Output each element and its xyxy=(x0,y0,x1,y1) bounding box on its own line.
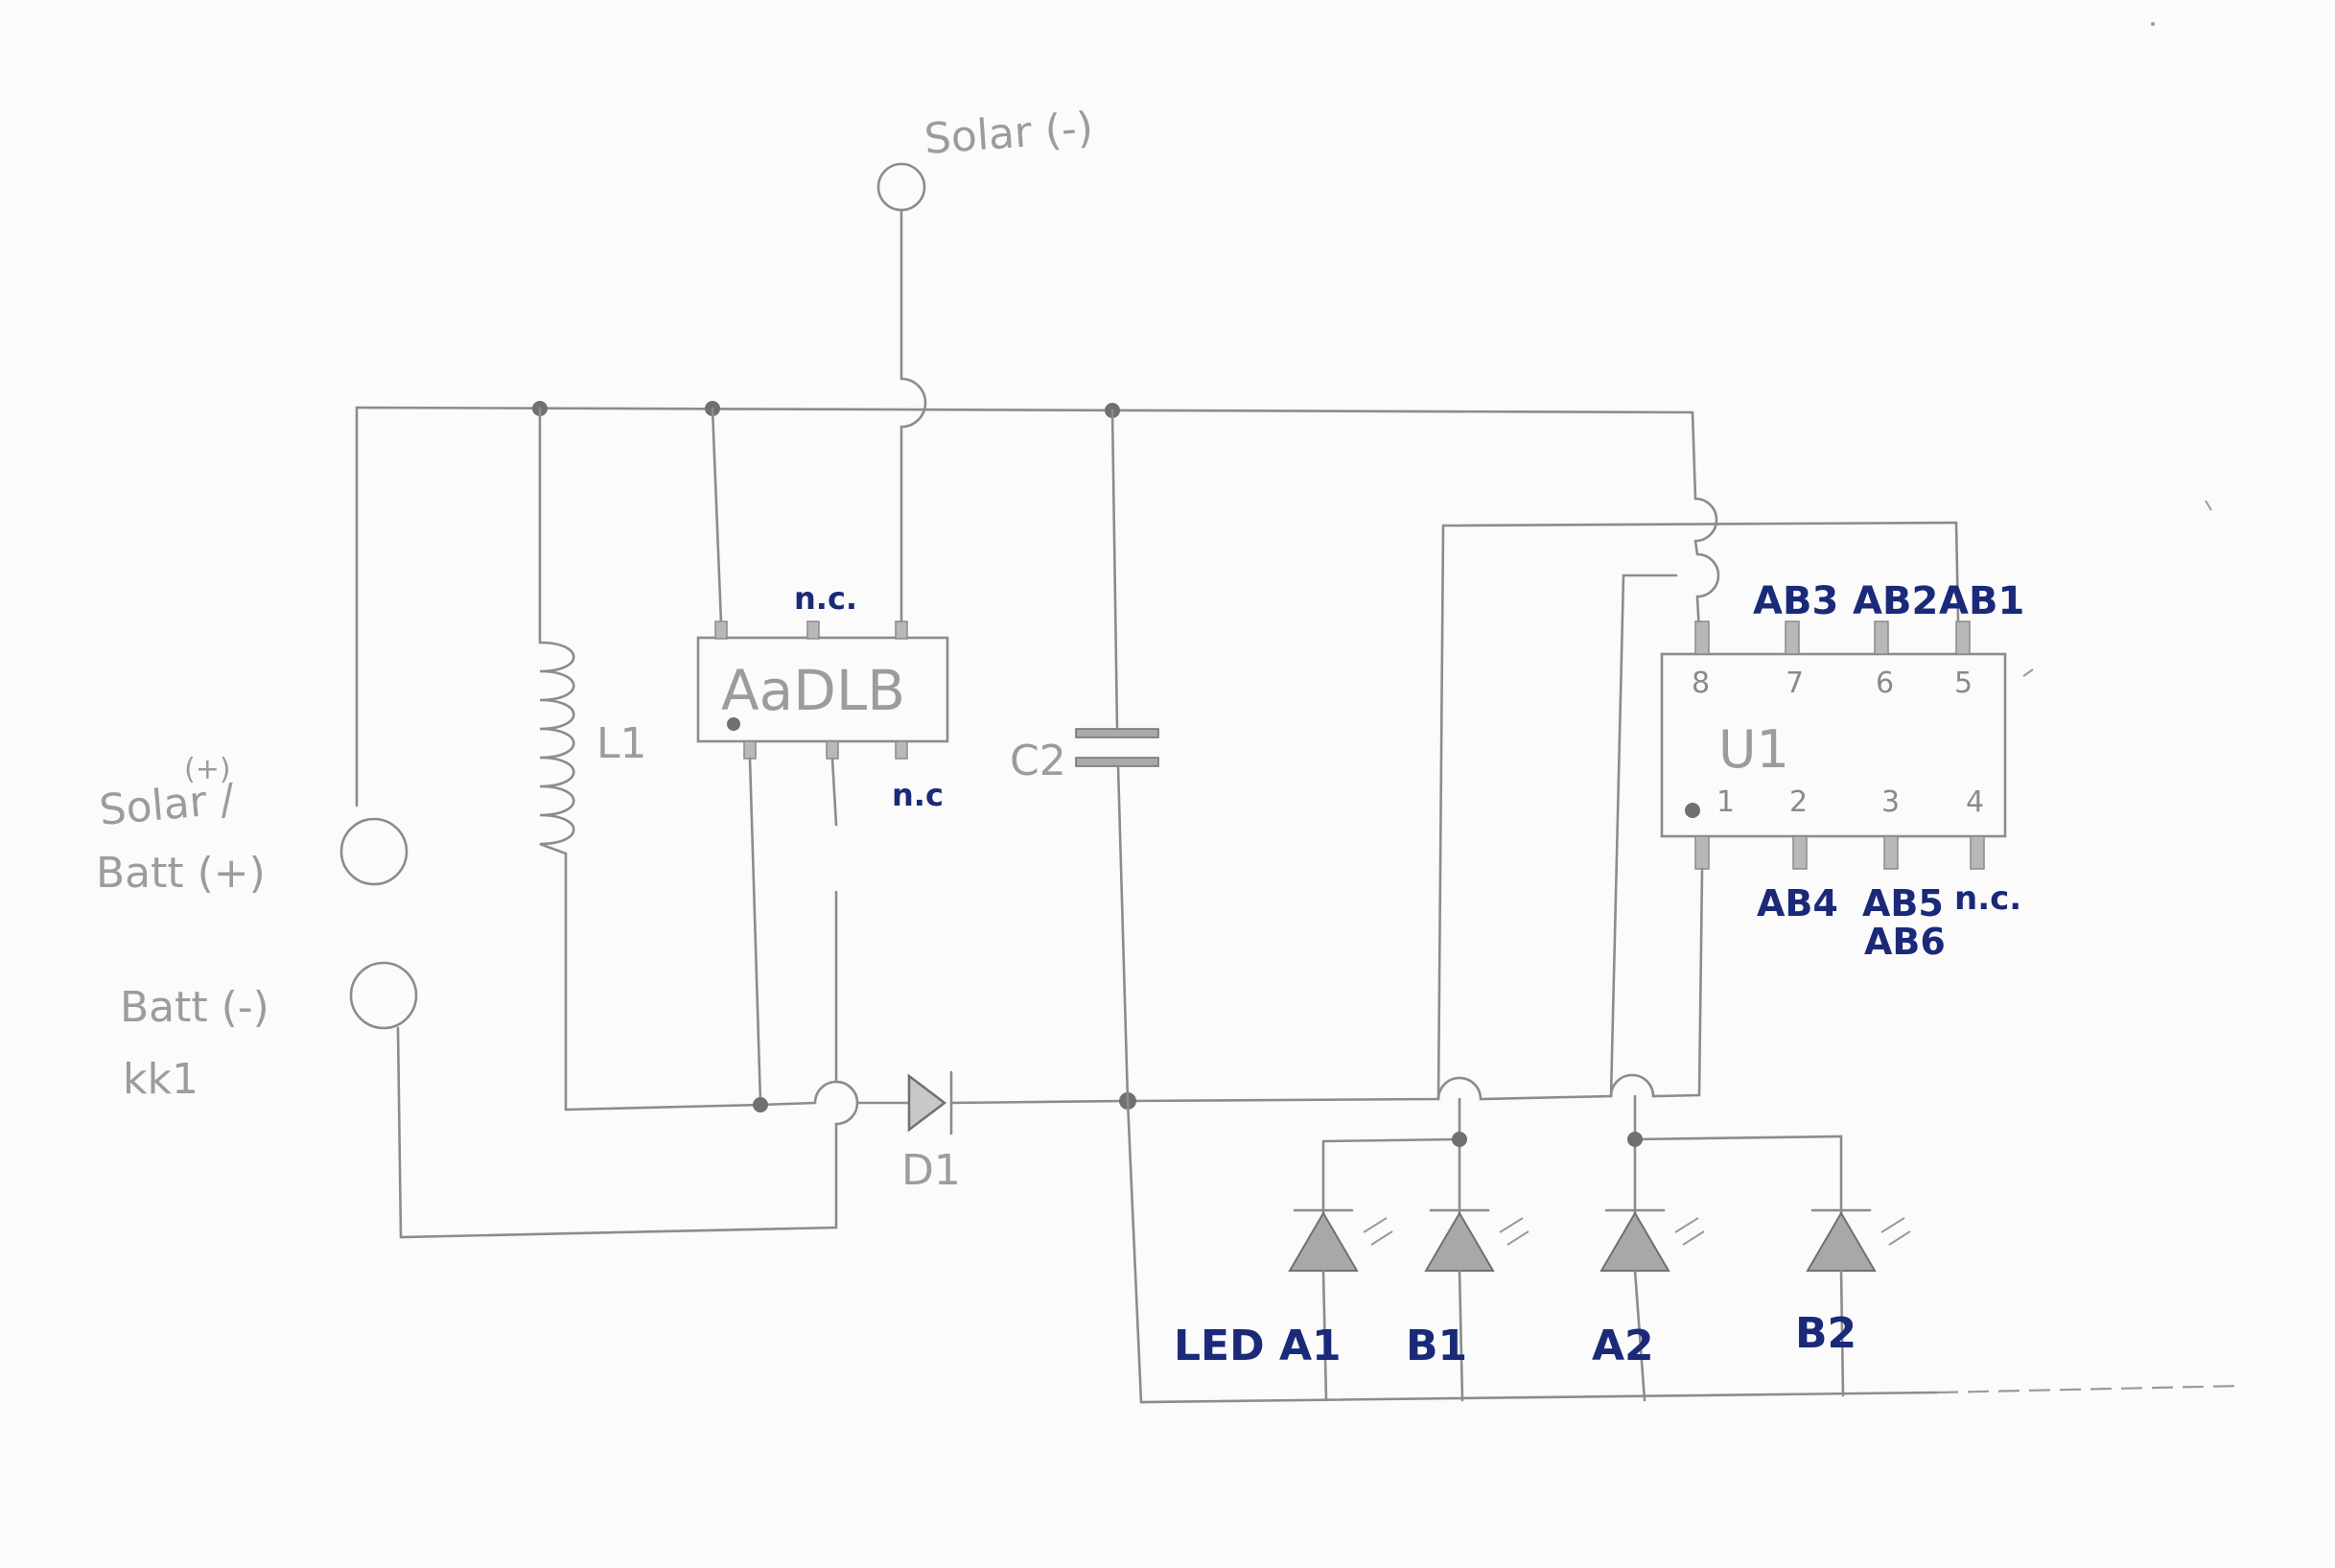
net-label-ab2: AB2 xyxy=(1853,579,1938,623)
u1-pin1-marker xyxy=(1685,803,1700,818)
label-nc-bottom: n.c xyxy=(892,777,944,813)
label-led-b2: B2 xyxy=(1795,1309,1856,1358)
pencil-mark xyxy=(2022,668,2034,677)
pencil-mark xyxy=(2151,22,2155,26)
label-d1: D1 xyxy=(901,1146,961,1195)
net-label-ab4: AB4 xyxy=(1757,882,1838,924)
top-rail xyxy=(355,406,1694,414)
solar-minus-wire xyxy=(899,208,927,623)
pin-stub xyxy=(895,740,908,760)
bottom-rail-hop xyxy=(813,1080,911,1105)
capacitor-wire-top xyxy=(1110,409,1119,731)
u1-pin-number: 4 xyxy=(1966,785,1984,819)
ic-small-to-bottom-rail xyxy=(748,757,762,1105)
route-wire-outer xyxy=(1436,521,1960,1101)
label-led-b1: B1 xyxy=(1406,1322,1467,1370)
diode-d1 xyxy=(907,1070,953,1135)
u1-pin-stubs xyxy=(1694,620,1985,870)
junction-dot xyxy=(1452,1132,1467,1147)
ic-small-nc-wire xyxy=(830,757,838,827)
label-c2: C2 xyxy=(1010,737,1066,785)
label-batt-minus: Batt (-) xyxy=(120,983,269,1032)
capacitor-wire-bottom xyxy=(1116,764,1130,1103)
u1-pin-number: 2 xyxy=(1789,785,1808,819)
pin-stub xyxy=(806,620,820,640)
solar-plus-batt-plus-terminal xyxy=(339,817,409,886)
capacitor-c2 xyxy=(1075,728,1159,767)
led-b1 xyxy=(1424,1208,1529,1272)
ic-small-body xyxy=(696,636,949,743)
u1-supply-wire xyxy=(1691,410,1720,635)
pin-stub xyxy=(895,620,908,640)
label-solar-minus: Solar (-) xyxy=(922,104,1094,164)
return-rail-dashed xyxy=(1936,1384,2245,1394)
label-nc-top: n.c. xyxy=(794,580,857,617)
led-a1 xyxy=(1288,1208,1393,1272)
u1-pin-number: 1 xyxy=(1716,785,1735,819)
label-batt-num: kk1 xyxy=(123,1055,198,1104)
solar-minus-terminal xyxy=(876,162,926,212)
label-nc-u1: n.c. xyxy=(1954,879,2021,918)
pin1-marker xyxy=(727,717,740,731)
pencil-mark xyxy=(2205,500,2212,511)
led-b2 xyxy=(1806,1208,1911,1272)
net-label-ab6: AB6 xyxy=(1864,921,1946,963)
label-solar-plus: Solar / xyxy=(98,775,237,835)
label-l1: L1 xyxy=(596,719,647,768)
ic-small-pin-wire xyxy=(711,407,723,625)
u1-pin-number: 7 xyxy=(1786,667,1804,700)
inductor-l1 xyxy=(538,407,575,1112)
route-wire-inner xyxy=(1609,573,1678,1098)
u1-pin-number: 8 xyxy=(1692,667,1710,700)
led-a2 xyxy=(1599,1208,1705,1272)
u1-pin-number: 5 xyxy=(1954,667,1973,700)
label-led-a1: A1 xyxy=(1279,1322,1342,1370)
ic-u1-body xyxy=(1660,652,2007,838)
u1-pin-number: 6 xyxy=(1876,667,1894,700)
net-label-ab1: AB1 xyxy=(1939,579,2024,623)
batt-minus-wire xyxy=(396,890,859,1239)
bottom-rail-right xyxy=(949,1073,1701,1105)
junction-dot xyxy=(753,1097,768,1112)
net-label-ab3: AB3 xyxy=(1753,579,1838,623)
return-rail xyxy=(1126,1099,1939,1404)
u1-pin1-wire xyxy=(1697,867,1704,1097)
label-ic-small: AaDLB xyxy=(721,658,905,723)
led-cathode-legs xyxy=(1321,1269,1845,1402)
label-led-a2: A2 xyxy=(1592,1322,1654,1370)
junction-dot xyxy=(1627,1132,1643,1147)
label-u1: U1 xyxy=(1718,719,1789,780)
pin-stub xyxy=(826,740,839,760)
net-label-ab5: AB5 xyxy=(1862,882,1944,924)
led-bank-top-right xyxy=(1633,1135,1843,1253)
label-led: LED xyxy=(1174,1322,1265,1370)
pin-stub xyxy=(714,620,728,640)
led-bank-top-left xyxy=(1321,1137,1461,1253)
label-batt-plus: Batt (+) xyxy=(96,849,266,898)
pin-stub xyxy=(743,740,757,760)
batt-minus-terminal xyxy=(349,961,418,1030)
u1-pin-number: 3 xyxy=(1881,785,1900,819)
label-plus-sign: (+) xyxy=(184,753,231,786)
bottom-rail-left xyxy=(564,1101,817,1112)
